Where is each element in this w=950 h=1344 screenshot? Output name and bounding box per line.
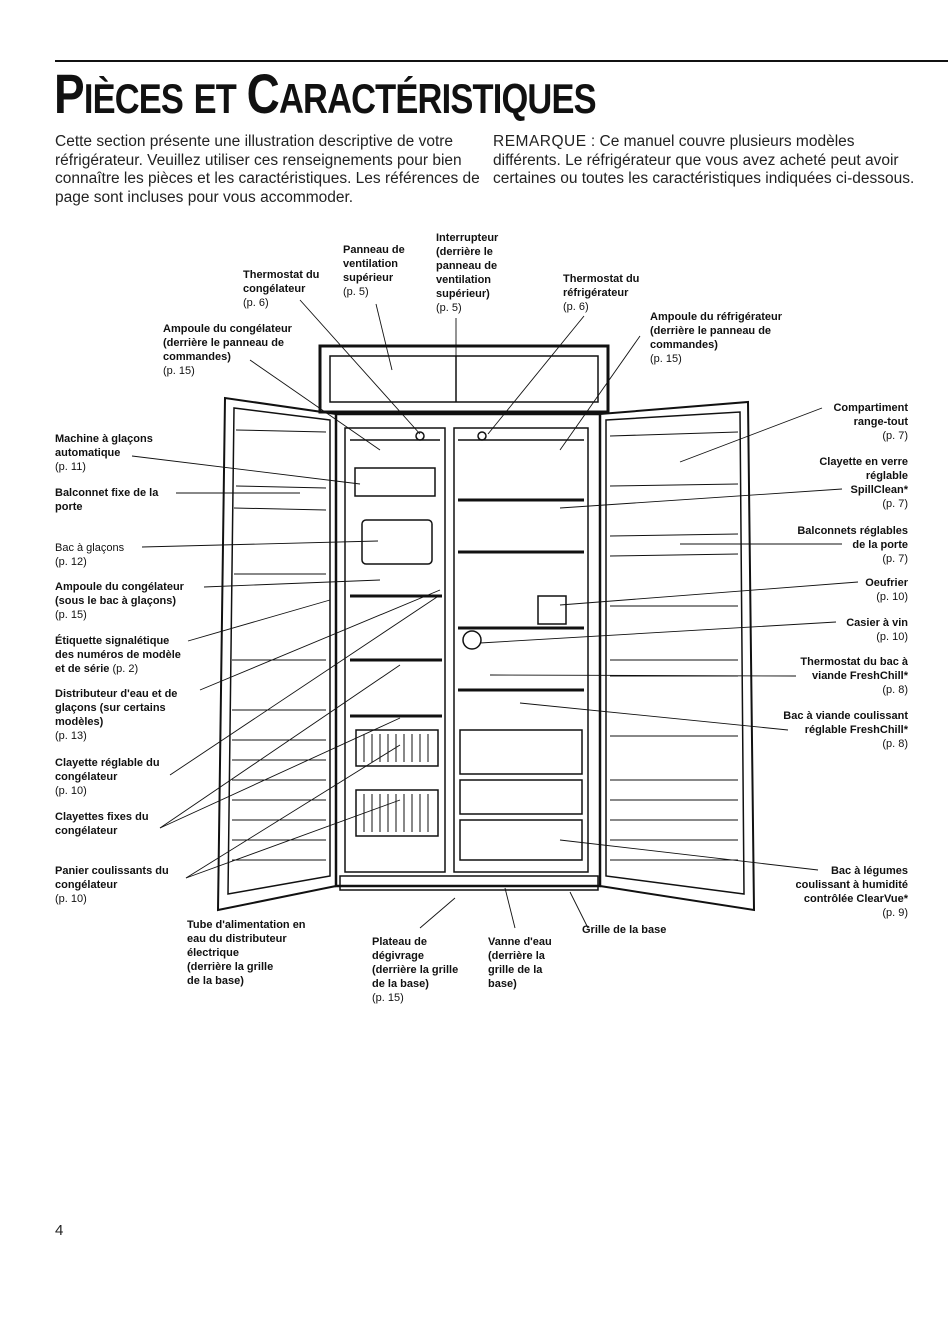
freezer-basket-2 [355, 789, 439, 837]
page-number: 4 [55, 1222, 64, 1239]
title-word-1: IÈCES [83, 75, 184, 122]
title-initial-3: C [246, 62, 280, 125]
header-rule [55, 60, 948, 62]
title-word-3: ARACTÉRISTIQUES [278, 75, 597, 122]
label-fridge-light: Ampoule du réfrigérateur (derrière le pa… [650, 311, 783, 365]
label-utility-compartment: Compartiment range-tout(p. 7) [833, 402, 908, 442]
meat-drawer [459, 729, 583, 775]
label-fridge-thermostat: Thermostat du réfrigérateur(p. 6) [563, 273, 640, 313]
note-paragraph: REMARQUE : Ce manuel couvre plusieurs mo… [493, 133, 923, 189]
fridge-door [599, 400, 756, 912]
title-initial-1: P [54, 62, 85, 125]
freezer-door [216, 396, 337, 912]
crisper-drawer-1 [459, 779, 583, 815]
label-egg-tray: Oeufrier(p. 10) [865, 577, 908, 603]
label-fixed-freezer-shelves: Clayettes fixes du congélateur [55, 811, 149, 837]
label-defrost-pan: Plateau de dégivrage (derrière la grille… [372, 936, 459, 1004]
egg-tray [537, 595, 567, 625]
label-wine-rack: Casier à vin(p. 10) [846, 617, 908, 643]
label-ice-maker: Machine à glaçons automatique(p. 11) [55, 433, 153, 473]
top-vent-inner [329, 355, 599, 403]
cabinet-body [334, 412, 602, 888]
label-freezer-baskets: Panier coulissants du congélateur(p. 10) [55, 865, 169, 905]
intro-paragraph: Cette section présente une illustration … [55, 133, 480, 206]
label-fixed-door-bin: Balconnet fixe de la porte [55, 487, 159, 513]
label-top-vent-panel: Panneau de ventilation supérieur(p. 5) [343, 244, 405, 298]
label-ice-bin: Bac à glaçons(p. 12) [55, 542, 125, 568]
wine-rack [462, 630, 482, 650]
label-switch: Interrupteur (derrière le panneau de ven… [436, 232, 499, 314]
top-vent-panel [318, 344, 610, 414]
fridge-compartment [453, 427, 589, 873]
base-grille [339, 875, 599, 891]
label-freezer-light-2: Ampoule du congélateur (sous le bac à gl… [55, 581, 184, 621]
label-dispenser: Distributeur d'eau et de glaçons (sur ce… [55, 688, 178, 742]
note-label: REMARQUE [493, 133, 587, 150]
label-serial-tag: Étiquette signalétique des numéros de mo… [55, 635, 181, 675]
note-text: : Ce manuel couvre plusieurs modèles dif… [493, 133, 915, 187]
title-word-2: ET [193, 75, 237, 122]
label-water-valve: Vanne d'eau (derrière la grille de la ba… [488, 936, 552, 990]
label-adjustable-door-bins: Balconnets réglables de la porte(p. 7) [797, 525, 908, 565]
label-water-tube: Tube d'alimentation en eau du distribute… [187, 919, 306, 987]
label-meat-thermostat: Thermostat du bac à viande FreshChill*(p… [800, 656, 908, 696]
label-freezer-light: Ampoule du congélateur (derrière le pann… [163, 323, 292, 377]
label-freezer-thermostat: Thermostat du congélateur(p. 6) [243, 269, 320, 309]
freezer-basket-1 [355, 729, 439, 767]
freezer-compartment [344, 427, 446, 873]
label-base-grille: Grille de la base [582, 924, 667, 936]
ice-bin [361, 519, 433, 565]
leader-lines [131, 299, 859, 929]
page-title: PIÈCES ET CARACTÉRISTIQUES [54, 66, 597, 127]
crisper-drawer-2 [459, 819, 583, 861]
label-meat-drawer: Bac à viande coulissant réglable FreshCh… [783, 710, 908, 750]
label-crisper: Bac à légumes coulissant à humidité cont… [795, 865, 908, 919]
label-adjustable-freezer-shelf: Clayette réglable du congélateur(p. 10) [55, 757, 160, 797]
label-glass-shelf: Clayette en verre réglable SpillClean*(p… [819, 456, 908, 510]
